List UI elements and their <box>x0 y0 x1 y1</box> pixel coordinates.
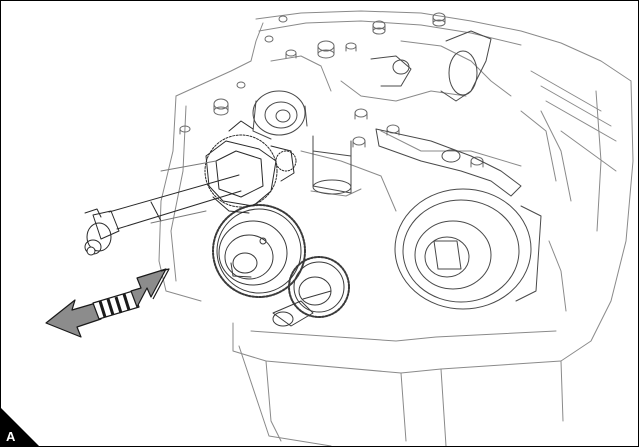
crankshaft-pulley <box>394 188 542 310</box>
upper-pipe <box>370 30 492 102</box>
mounting-bolts <box>179 12 484 168</box>
corner-label-tag <box>1 408 39 446</box>
shaft-puller-tool <box>84 174 242 256</box>
engine-block <box>158 10 634 446</box>
idler-gear-small <box>272 256 350 327</box>
oil-pump-rotor <box>204 120 297 214</box>
guide-lines <box>150 160 217 224</box>
idler-shaft <box>312 135 352 195</box>
timing-gear-large <box>212 204 306 298</box>
figure-label: A <box>6 429 16 444</box>
tensioner-arm <box>375 128 522 197</box>
water-pump-housing <box>252 90 308 140</box>
